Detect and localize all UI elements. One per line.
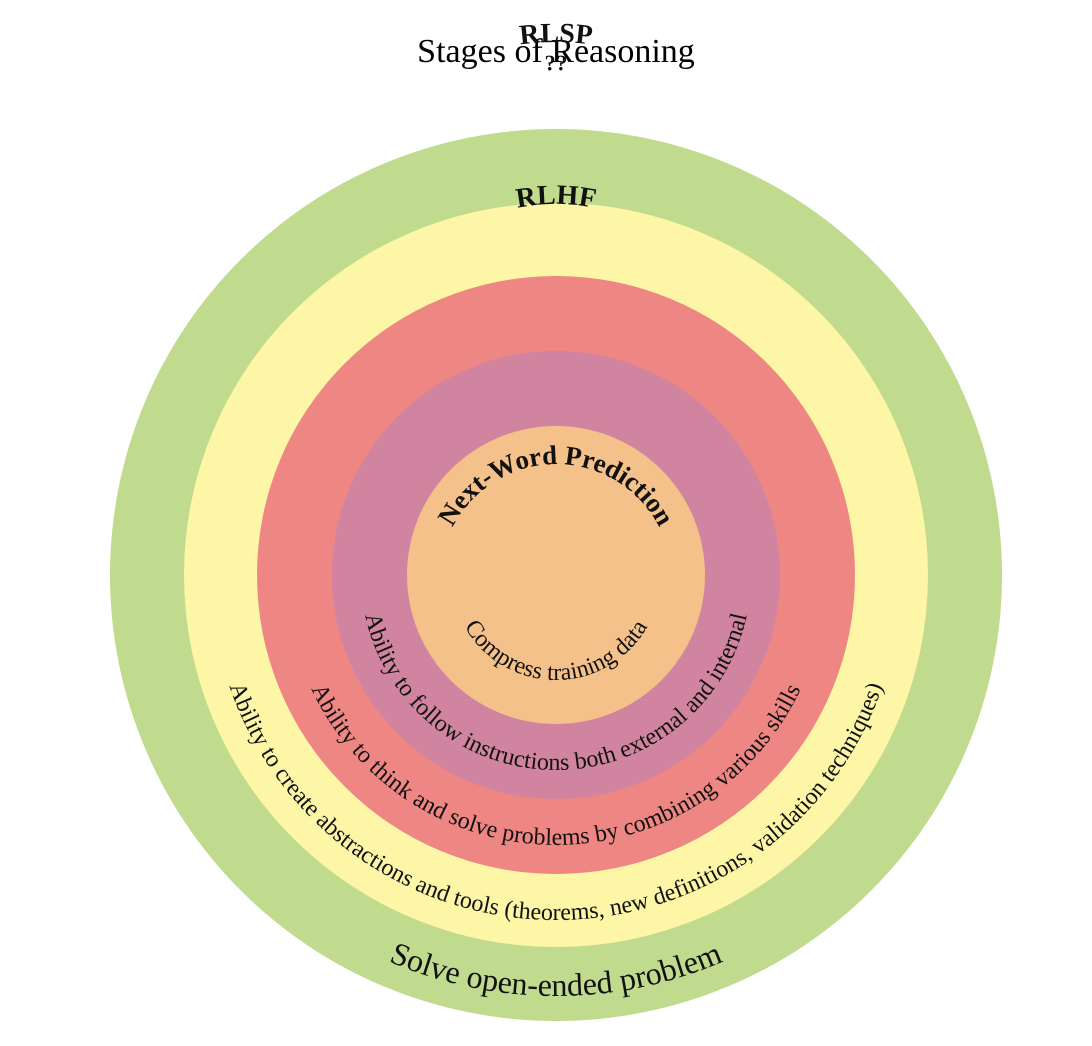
ring-core — [407, 426, 705, 724]
ring-third-label: RLSP — [518, 18, 594, 51]
diagram-title: Stages of Reasoning — [417, 33, 695, 70]
